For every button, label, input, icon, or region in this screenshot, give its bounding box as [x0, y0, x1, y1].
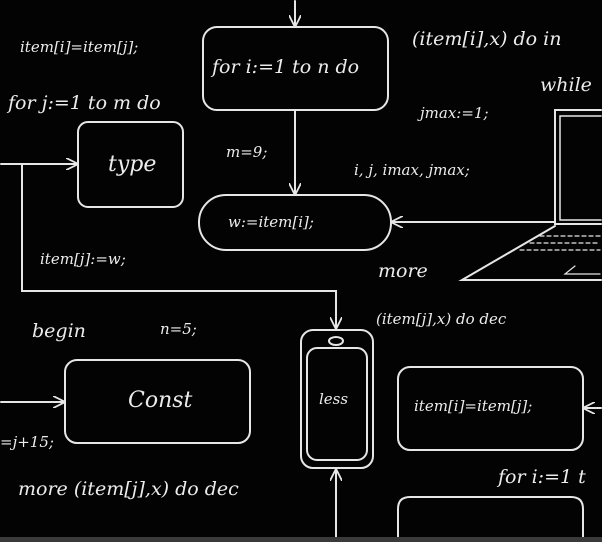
code-for-j: for j:=1 to m do: [8, 92, 161, 114]
code-vars: i, j, imax, jmax;: [354, 161, 470, 179]
line-to-less: [21, 163, 336, 328]
swap-label: item[i]=item[j];: [414, 397, 533, 415]
code-j-plus: =j+15;: [0, 433, 54, 451]
code-more-item: more (item[j],x) do dec: [18, 478, 239, 500]
phone-icon: [300, 329, 374, 469]
code-more: more: [378, 260, 428, 282]
bottom-box: [397, 496, 584, 538]
const-label: Const: [128, 388, 193, 413]
code-while: while: [540, 74, 592, 96]
code-n-assign: n=5;: [160, 320, 197, 338]
for-i-label: for i:=1 to n do: [212, 56, 360, 78]
code-item-j-w: item[j]:=w;: [40, 250, 126, 268]
code-item-j-x: (item[j],x) do dec: [376, 310, 507, 328]
code-item-i-x: (item[i],x) do in: [412, 28, 562, 50]
less-label: less: [319, 390, 349, 408]
code-jmax: jmax:=1;: [420, 104, 489, 122]
bottom-bar: [0, 537, 602, 542]
code-m-assign: m=9;: [226, 143, 268, 161]
type-label: type: [108, 152, 157, 177]
w-label: w:=item[i];: [228, 213, 314, 231]
laptop-icon: [458, 109, 602, 281]
code-for-i-bottom: for i:=1 t: [498, 466, 586, 488]
code-begin: begin: [32, 320, 86, 342]
code-swap-top: item[i]=item[j];: [20, 38, 139, 56]
